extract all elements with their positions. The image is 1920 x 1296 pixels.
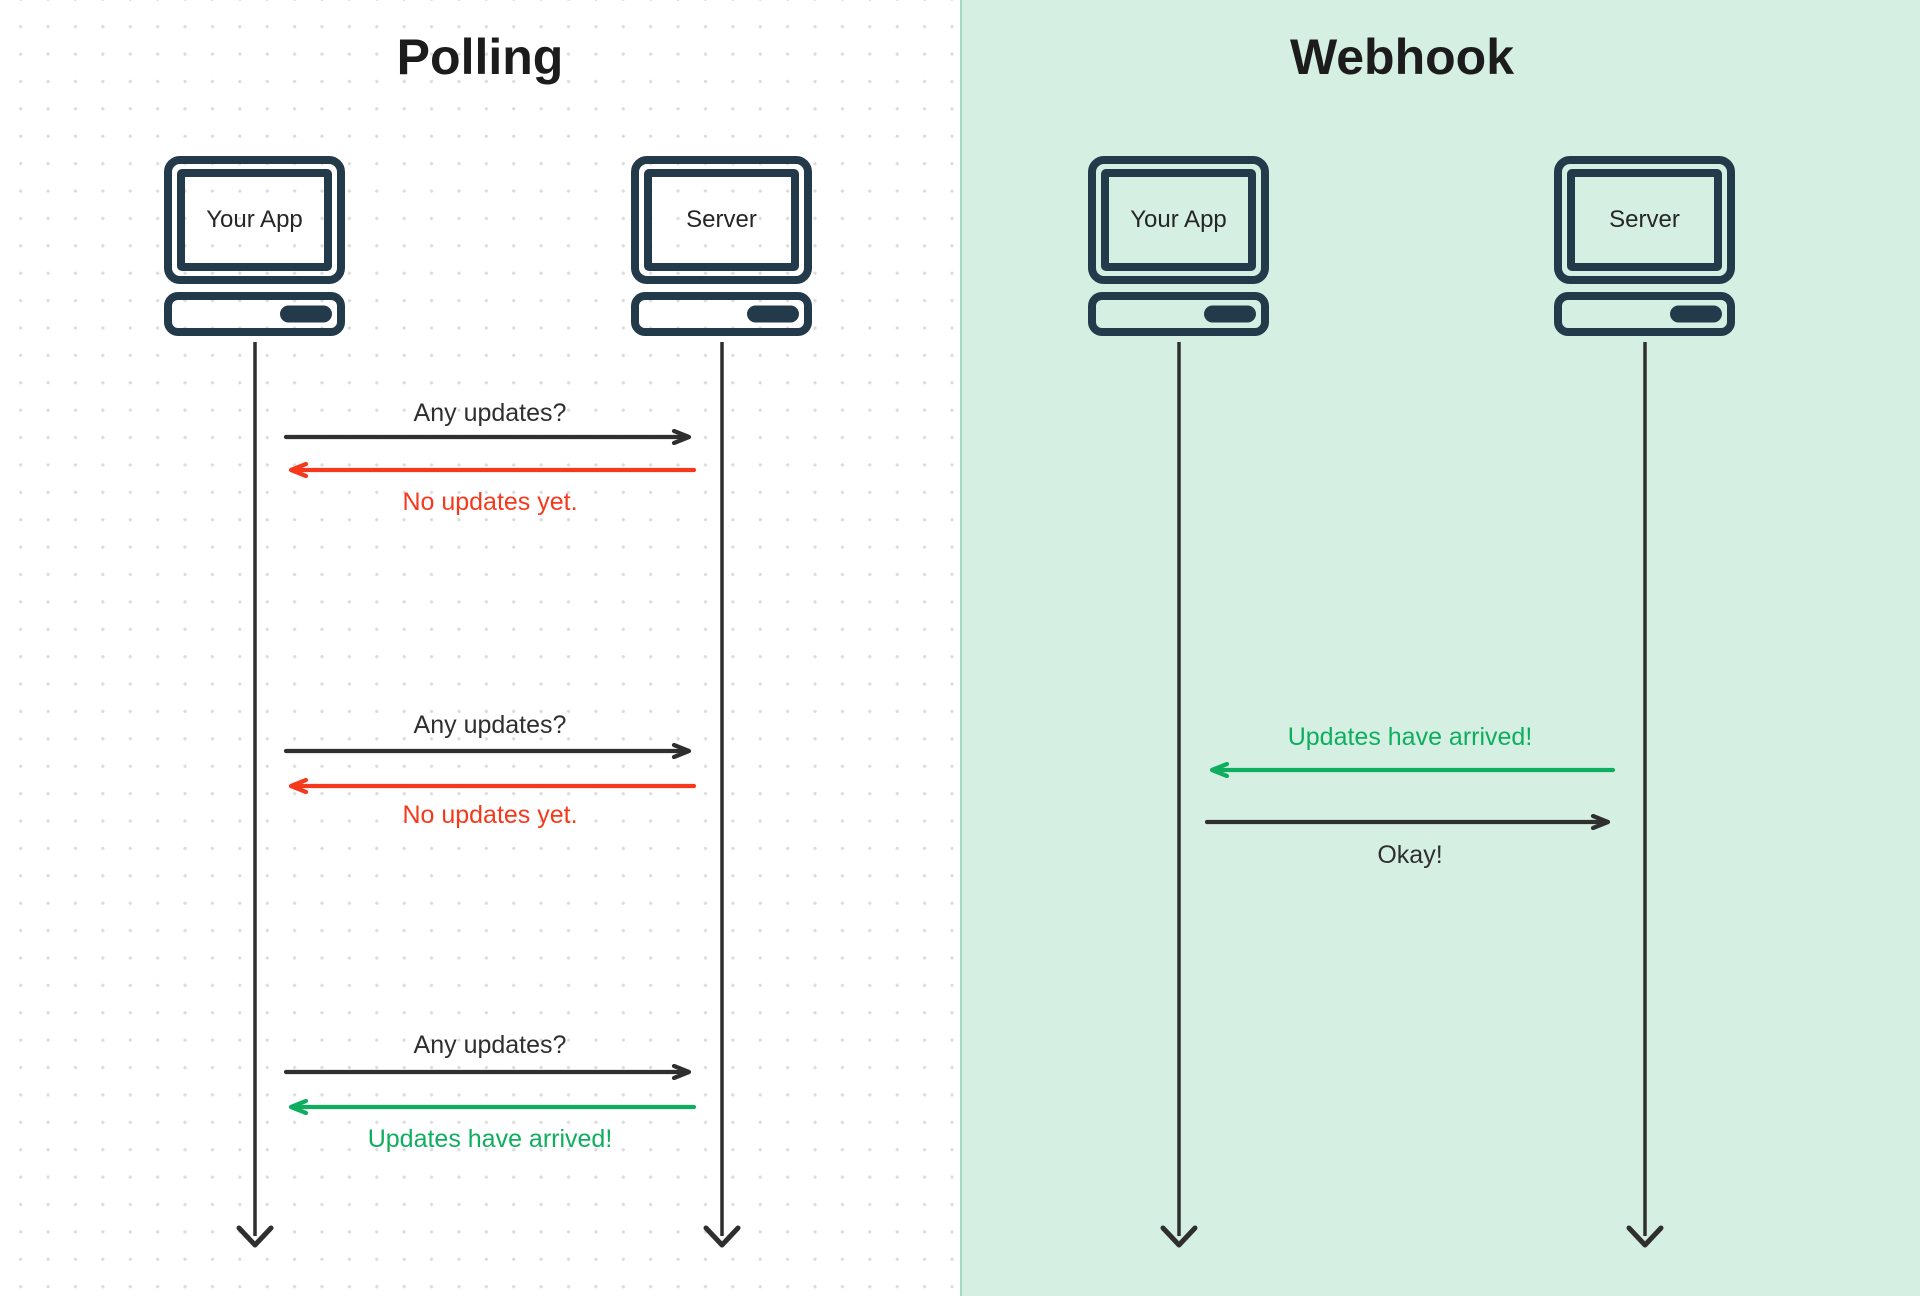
lifeline-arrowhead bbox=[1160, 1225, 1198, 1248]
monitor-frame: Your App bbox=[1088, 156, 1269, 284]
webhook-your-app-lifeline bbox=[1160, 342, 1198, 1248]
webhook-notification-arrow bbox=[1209, 762, 1616, 778]
arrowhead-left bbox=[288, 1099, 309, 1115]
arrowhead-right bbox=[671, 1064, 692, 1080]
screen: Your App bbox=[1101, 169, 1256, 271]
arrowhead-right bbox=[1590, 814, 1611, 830]
screen: Server bbox=[644, 169, 799, 271]
actor-label: Your App bbox=[1130, 206, 1227, 233]
polling-your-app-lifeline bbox=[236, 342, 274, 1248]
lifeline-arrowhead bbox=[703, 1225, 741, 1248]
polling-response-arrow-1 bbox=[288, 462, 697, 478]
keyboard-base bbox=[631, 292, 812, 336]
message-label: Any updates? bbox=[413, 711, 567, 739]
arrowhead-left bbox=[288, 462, 309, 478]
webhook-your-app-computer-icon: Your App bbox=[1088, 156, 1269, 336]
lifeline-arrowhead bbox=[1626, 1225, 1664, 1248]
message-label: Any updates? bbox=[413, 399, 567, 427]
keyboard-base bbox=[164, 292, 345, 336]
base-pill bbox=[747, 305, 799, 323]
monitor-frame: Server bbox=[1554, 156, 1735, 284]
actor-label: Server bbox=[686, 206, 757, 233]
base-pill bbox=[1670, 305, 1722, 323]
message-label: No updates yet. bbox=[402, 801, 578, 829]
message-label: Okay! bbox=[1377, 841, 1443, 869]
webhook-server-lifeline bbox=[1626, 342, 1664, 1248]
polling-panel: Polling Your App Server Any updates? bbox=[0, 0, 960, 1296]
polling-response-arrow-2 bbox=[288, 778, 697, 794]
arrowhead-right bbox=[671, 429, 692, 445]
arrowhead-left bbox=[288, 778, 309, 794]
actor-label: Your App bbox=[206, 206, 303, 233]
keyboard-base bbox=[1554, 292, 1735, 336]
message-label: No updates yet. bbox=[402, 488, 578, 516]
arrowhead-right bbox=[671, 743, 692, 759]
keyboard-base bbox=[1088, 292, 1269, 336]
webhook-server-computer-icon: Server bbox=[1554, 156, 1735, 336]
lifeline-arrowhead bbox=[236, 1225, 274, 1248]
base-pill bbox=[280, 305, 332, 323]
polling-server-computer-icon: Server bbox=[631, 156, 812, 336]
polling-response-arrow-3 bbox=[288, 1099, 697, 1115]
screen: Server bbox=[1567, 169, 1722, 271]
monitor-frame: Your App bbox=[164, 156, 345, 284]
monitor-frame: Server bbox=[631, 156, 812, 284]
polling-request-arrow-1 bbox=[283, 429, 692, 445]
webhook-panel: Webhook Your App Server Updates have arr bbox=[960, 0, 1920, 1296]
message-label: Any updates? bbox=[413, 1031, 567, 1059]
polling-title: Polling bbox=[396, 29, 564, 85]
polling-request-arrow-2 bbox=[283, 743, 692, 759]
arrowhead-left bbox=[1209, 762, 1230, 778]
base-pill bbox=[1204, 305, 1256, 323]
polling-server-lifeline bbox=[703, 342, 741, 1248]
polling-your-app-computer-icon: Your App bbox=[164, 156, 345, 336]
message-label: Updates have arrived! bbox=[1287, 723, 1533, 751]
webhook-title: Webhook bbox=[1289, 29, 1515, 85]
actor-label: Server bbox=[1609, 206, 1680, 233]
message-label: Updates have arrived! bbox=[367, 1125, 613, 1153]
polling-request-arrow-3 bbox=[283, 1064, 692, 1080]
webhook-ack-arrow bbox=[1204, 814, 1611, 830]
screen: Your App bbox=[177, 169, 332, 271]
